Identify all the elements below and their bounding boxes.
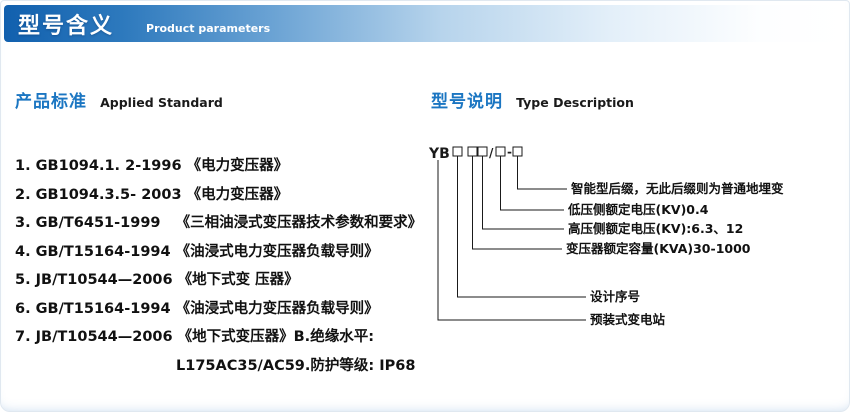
standard-item-continuation: L175AC35/AC59.防护等级: IP68 [176, 357, 416, 374]
type-code-diagram: YB / - 智能型后缀，无此后缀则为普通地埋变 低压侧额定电压(KV)0.4 … [428, 145, 784, 327]
connector-lv-voltage [500, 156, 564, 211]
standards-list: 1. GB1094.1. 2-1996 《电力变压器》 2. GB1094.3.… [15, 152, 435, 352]
connector-substation [437, 160, 586, 321]
label-capacity: 变压器额定容量(KVA)30-1000 [566, 241, 751, 256]
type-description-heading-cn: 型号说明 [431, 92, 503, 112]
applied-standard-section: 产品标准 Applied Standard 1. GB1094.1. 2-199… [15, 87, 435, 380]
label-smart-suffix: 智能型后缀，无此后缀则为普通地埋变 [570, 181, 784, 196]
code-box-lv-voltage [495, 146, 506, 157]
code-box-hv-voltage [477, 146, 488, 157]
code-prefix: YB [428, 146, 450, 162]
code-slash: / [489, 146, 494, 160]
label-design-serial: 设计序号 [590, 289, 640, 304]
label-hv-voltage: 高压侧额定电压(KV):6.3、12 [568, 221, 743, 236]
standard-item: 3. GB/T6451-1999 《三相油浸式变压器技术参数和要求》 [15, 215, 423, 231]
standard-item: 5. JB/T10544—2006 《地下式变 压器》 [15, 272, 299, 288]
connector-design-serial [457, 156, 586, 298]
standard-item: 4. GB/T15164-1994 《油浸式电力变压器负载导则》 [15, 243, 379, 260]
code-box-design-serial [452, 146, 463, 157]
code-box-capacity [467, 146, 478, 157]
type-description-heading-en: Type Description [516, 95, 634, 110]
code-box-smart-suffix [512, 146, 523, 157]
applied-standard-heading: 产品标准 Applied Standard [15, 87, 435, 112]
applied-standard-heading-cn: 产品标准 [15, 92, 87, 112]
label-prefab-substation: 预装式变电站 [590, 312, 666, 327]
standard-item: 1. GB1094.1. 2-1996 《电力变压器》 [15, 158, 289, 174]
page-title: 型号含义 [18, 13, 115, 39]
standard-item: 6. GB/T15164-1994 《油浸式电力变压器负载导则》 [15, 300, 379, 317]
connector-hv-voltage [482, 156, 564, 230]
applied-standard-heading-en: Applied Standard [100, 95, 223, 110]
header-banner: 型号含义 Product parameters [4, 5, 846, 42]
standard-item: 2. GB1094.3.5- 2003 《电力变压器》 [15, 186, 289, 203]
label-lv-voltage: 低压侧额定电压(KV)0.4 [567, 202, 709, 217]
connector-capacity [472, 156, 562, 250]
connector-smart-suffix [517, 156, 567, 190]
code-dash: - [507, 145, 512, 159]
page-subtitle: Product parameters [146, 21, 271, 35]
type-description-heading: 型号说明 Type Description [431, 87, 634, 112]
standard-item: 7. JB/T10544—2006 《地下式变压器》B.绝缘水平: [15, 329, 374, 345]
